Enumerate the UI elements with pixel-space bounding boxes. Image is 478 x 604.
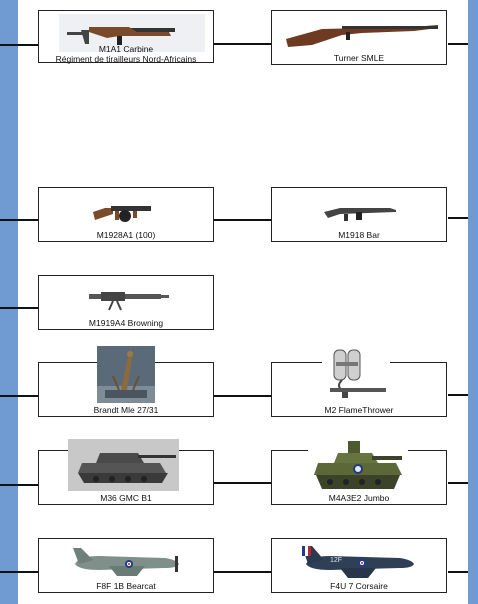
card-turner-smle[interactable]: Turner SMLE <box>271 10 447 65</box>
connector-line <box>0 219 38 221</box>
connector-line <box>448 394 468 396</box>
card-label: M1928A1 (100) <box>96 230 156 240</box>
connector-line <box>213 219 271 221</box>
connector-line <box>0 484 38 486</box>
card-m1918-bar[interactable]: M1918 Bar <box>271 187 447 242</box>
connector-line <box>448 571 468 573</box>
card-f8f-1b-bearcat[interactable]: F8F 1B Bearcat <box>38 538 214 593</box>
card-label: M1918 Bar <box>338 230 380 240</box>
connector-line <box>0 395 38 397</box>
tank-icon <box>308 431 408 493</box>
card-m4a3e2-jumbo[interactable]: M4A3E2 Jumbo <box>271 431 447 505</box>
connector-line <box>213 482 271 484</box>
right-side-bar <box>468 0 478 604</box>
card-label: M36 GMC B1 <box>100 493 152 503</box>
connector-line <box>213 43 271 45</box>
mortar-icon <box>97 346 155 403</box>
card-m1919a4-browning[interactable]: M1919A4 Browning <box>38 275 214 330</box>
connector-line <box>448 43 468 45</box>
card-f4u-7-corsaire[interactable]: 12F F4U 7 Corsaire <box>271 538 447 593</box>
card-label: M1919A4 Browning <box>88 318 164 328</box>
flamethrower-icon <box>322 346 390 404</box>
rifle-icon <box>282 15 442 51</box>
card-label: F8F 1B Bearcat <box>96 581 156 591</box>
card-m1a1-carbine[interactable]: M1A1 Carbine Régiment de tirailleurs Nor… <box>38 10 214 64</box>
connector-line <box>0 307 38 309</box>
card-label: M4A3E2 Jumbo <box>328 493 390 503</box>
submachine-gun-icon <box>89 196 159 226</box>
connector-line <box>0 44 38 46</box>
fighter-plane-icon: 12F <box>296 542 424 580</box>
card-label: M1A1 Carbine <box>98 44 154 54</box>
card-label: M2 FlameThrower <box>324 405 394 415</box>
connector-line <box>448 217 468 219</box>
automatic-rifle-icon <box>320 200 400 224</box>
carbine-icon <box>59 14 205 52</box>
card-sublabel: Régiment de tirailleurs Nord-Africains <box>55 54 197 64</box>
fighter-plane-icon <box>69 542 183 580</box>
connector-line <box>213 395 271 397</box>
card-label: Brandt Mle 27/31 <box>93 405 159 415</box>
card-label: Turner SMLE <box>333 53 385 63</box>
card-m1928a1[interactable]: M1928A1 (100) <box>38 187 214 242</box>
card-label: F4U 7 Corsaire <box>330 581 388 591</box>
connector-line <box>448 482 468 484</box>
tank-destroyer-icon <box>68 439 179 491</box>
left-side-bar <box>0 0 18 604</box>
aircraft-marking: 12F <box>330 557 342 564</box>
connector-line <box>213 571 271 573</box>
machine-gun-icon <box>83 286 173 312</box>
connector-line <box>0 571 38 573</box>
